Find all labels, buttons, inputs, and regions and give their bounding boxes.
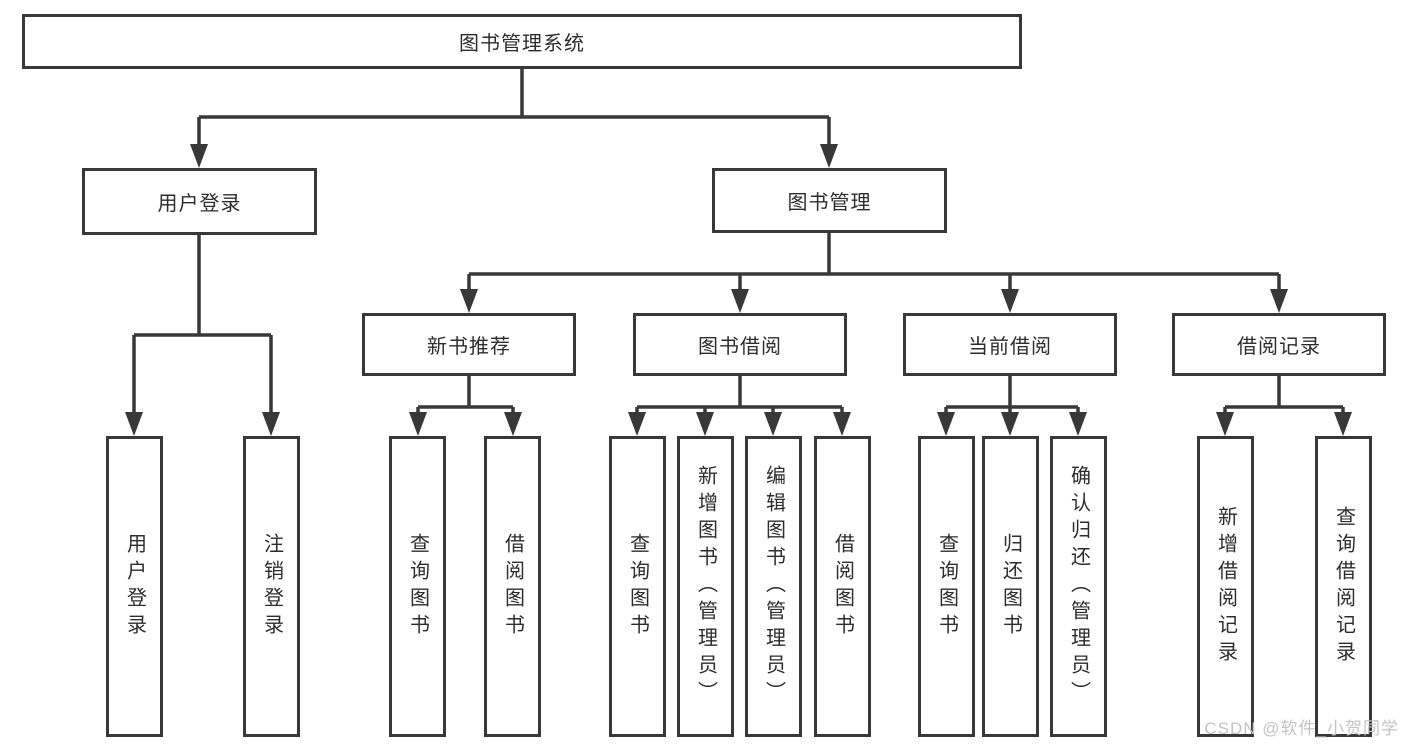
node-book-management: 图书管理 (712, 168, 947, 233)
node-leaf-query-books-current: 查询图书 (918, 436, 975, 737)
node-leaf-add-book-admin: 新增图书（管理员） (677, 436, 734, 737)
node-current-borrow-label: 当前借阅 (968, 336, 1052, 358)
node-new-book-recommend: 新书推荐 (362, 313, 576, 376)
node-leaf-add-book-admin-label: 新增图书（管理员） (694, 465, 717, 708)
node-leaf-edit-book-admin: 编辑图书（管理员） (745, 436, 802, 737)
node-leaf-borrow-books: 借阅图书 (814, 436, 871, 737)
node-leaf-borrow-books-recommend: 借阅图书 (484, 436, 541, 737)
node-leaf-logout-label: 注销登录 (260, 532, 283, 641)
node-current-borrow: 当前借阅 (903, 313, 1117, 376)
node-borrow-records: 借阅记录 (1172, 313, 1386, 376)
node-user-login: 用户登录 (82, 168, 317, 235)
node-leaf-user-login-label: 用户登录 (123, 532, 146, 641)
node-leaf-borrow-books-recommend-label: 借阅图书 (501, 532, 524, 641)
node-book-management-label: 图书管理 (787, 192, 872, 214)
node-leaf-borrow-books-label: 借阅图书 (831, 532, 854, 641)
node-leaf-logout: 注销登录 (243, 436, 300, 737)
node-leaf-query-borrow-record-label: 查询借阅记录 (1332, 505, 1355, 668)
node-new-book-recommend-label: 新书推荐 (427, 336, 511, 358)
node-root-label: 图书管理系统 (459, 33, 585, 55)
node-leaf-edit-book-admin-label: 编辑图书（管理员） (762, 465, 785, 708)
node-leaf-query-books-recommend-label: 查询图书 (406, 532, 429, 641)
node-leaf-query-books-current-label: 查询图书 (935, 532, 958, 641)
node-leaf-return-book: 归还图书 (982, 436, 1039, 737)
node-book-borrow-label: 图书借阅 (698, 336, 782, 358)
node-leaf-user-login: 用户登录 (106, 436, 163, 737)
node-book-borrow: 图书借阅 (633, 313, 847, 376)
node-leaf-query-books-borrow: 查询图书 (609, 436, 666, 737)
node-leaf-query-books-recommend: 查询图书 (389, 436, 446, 737)
node-root: 图书管理系统 (22, 14, 1022, 69)
node-user-login-label: 用户登录 (157, 193, 242, 215)
node-leaf-confirm-return-admin-label: 确认归还（管理员） (1067, 465, 1090, 708)
node-leaf-confirm-return-admin: 确认归还（管理员） (1050, 436, 1107, 737)
csdn-watermark: CSDN @软件_小贺同学 (1204, 719, 1399, 738)
node-leaf-add-borrow-record: 新增借阅记录 (1197, 436, 1254, 737)
node-leaf-return-book-label: 归还图书 (999, 532, 1022, 641)
node-leaf-query-books-borrow-label: 查询图书 (626, 532, 649, 641)
node-leaf-add-borrow-record-label: 新增借阅记录 (1214, 505, 1237, 668)
node-leaf-query-borrow-record: 查询借阅记录 (1315, 436, 1372, 737)
node-borrow-records-label: 借阅记录 (1237, 336, 1321, 358)
